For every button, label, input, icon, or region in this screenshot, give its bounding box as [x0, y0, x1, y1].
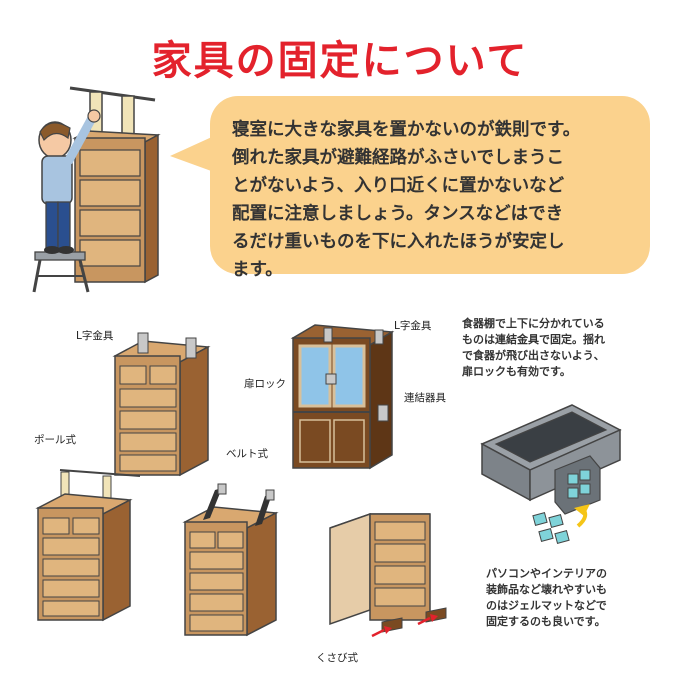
note-line: パソコンやインテリアの: [486, 567, 607, 580]
note-line: 扉ロックも有効です。: [462, 365, 571, 378]
cupboard-illustration: [290, 324, 395, 470]
monitor-gel-mat-illustration: [480, 404, 622, 544]
l-bracket-chest-illustration: [112, 332, 211, 477]
note-line: 食器棚で上下に分かれている: [462, 317, 605, 330]
speech-bubble-tail: [170, 136, 214, 172]
label-door-lock: 扉ロック: [244, 378, 286, 390]
note-line: 装飾品など壊れやすいも: [486, 583, 607, 596]
man-installing-pole-illustration: [32, 86, 161, 293]
bubble-line: るだけ重いものを下に入れたほうが安定し: [232, 232, 565, 252]
man-shirt: [41, 155, 73, 205]
bubble-line: 配置に注意しましょう。タンスなどはでき: [232, 204, 564, 224]
connector-bracket: [377, 404, 389, 422]
label-l-bracket-left: L字金具: [76, 330, 114, 342]
l-bracket: [185, 337, 197, 359]
note-line: で食器が飛び出さないよう、: [462, 349, 605, 362]
monitor-screen: [494, 411, 608, 463]
bubble-line: 寝室に大きな家具を置かないのが鉄則です。: [232, 120, 581, 140]
note-line: 固定するのも良いです。: [486, 615, 606, 628]
note-line: ものは連結金具で固定。揺れ: [462, 333, 605, 346]
note-gel-mat: パソコンやインテリアの 装飾品など壊れやすいも のはジェルマットなどで 固定する…: [486, 566, 607, 630]
page-title: 家具の固定について: [151, 38, 529, 84]
belt-chest-illustration: [182, 483, 279, 637]
label-pole-type: ポール式: [34, 434, 76, 446]
bubble-line: ます。: [232, 260, 283, 280]
door-lock: [325, 373, 337, 385]
l-bracket: [137, 332, 149, 354]
bubble-line: 倒れた家具が避難経路がふさいでしまうこ: [232, 148, 564, 168]
label-l-bracket-right: L字金具: [394, 320, 432, 332]
wedge-chest-illustration: [329, 512, 447, 638]
bubble-line: とがないよう、入り口近くに置かないなど: [232, 176, 565, 196]
note-cupboard: 食器棚で上下に分かれている ものは連結金具で固定。揺れ で食器が飛び出さないよう…: [462, 316, 605, 380]
ceiling-line: [69, 86, 156, 102]
label-connector: 連結器具: [404, 392, 446, 404]
label-belt-type: ベルト式: [226, 448, 268, 460]
label-wedge-type: くさび式: [316, 652, 358, 664]
speech-bubble: 寝室に大きな家具を置かないのが鉄則です。 倒れた家具が避難経路がふさいでしまうこ…: [210, 96, 650, 280]
pole-chest-illustration: [35, 469, 141, 622]
gel-mats: [532, 512, 570, 544]
note-line: のはジェルマットなどで: [486, 599, 607, 612]
